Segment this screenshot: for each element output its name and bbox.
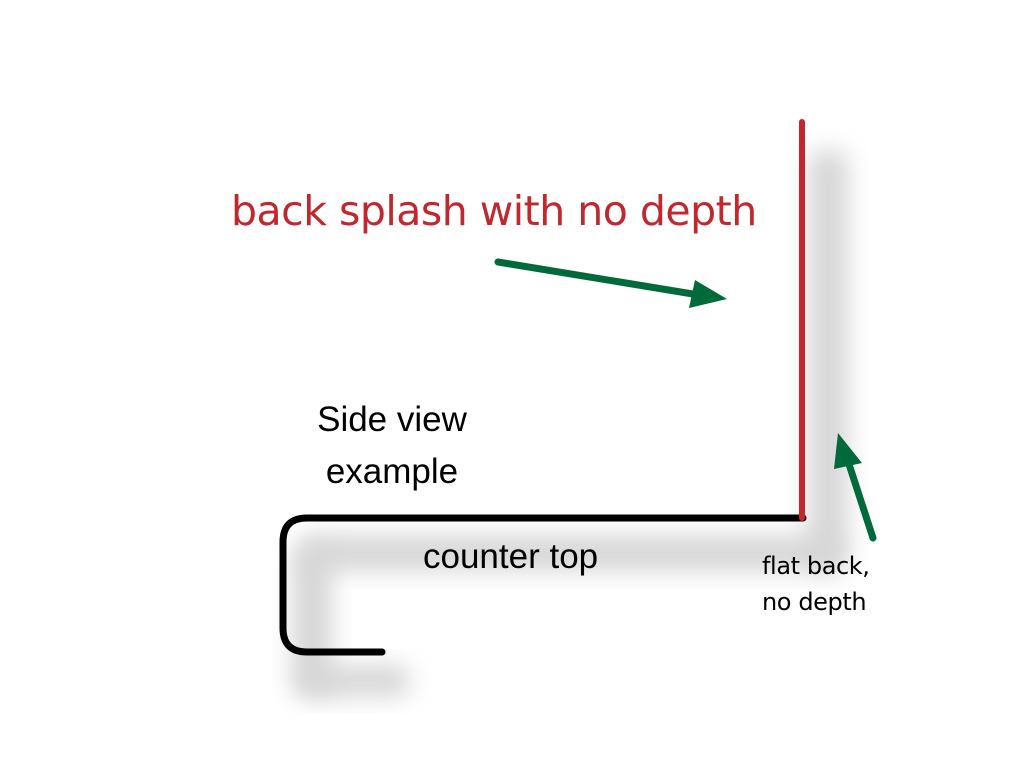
backsplash-label: back splash with no depth — [231, 187, 757, 235]
backsplash-arrow-shaft — [494, 258, 709, 300]
counter-lip-shadow — [292, 545, 332, 695]
counter-bottom-shadow — [300, 665, 410, 697]
counter-shadow — [300, 535, 840, 571]
drop-shadows — [292, 150, 848, 697]
flat-back-label-line2: no depth — [762, 588, 867, 616]
side-view-label-line1: Side view — [317, 400, 467, 439]
side-view-label: Side view example — [296, 394, 488, 498]
side-view-label-line2: example — [325, 452, 459, 491]
counter-top-label: counter top — [423, 537, 599, 576]
flat-back-label-line1: flat back, — [762, 552, 870, 580]
backsplash-shadow — [808, 150, 848, 570]
backsplash-arrow — [494, 258, 727, 308]
flatback-arrow-shaft — [842, 451, 877, 542]
backsplash-arrow-head — [689, 280, 727, 308]
flat-back-label: flat back, no depth — [762, 548, 870, 620]
counter-top-profile — [279, 514, 807, 656]
flatback-arrow — [834, 433, 877, 542]
flatback-arrow-head — [834, 433, 862, 469]
